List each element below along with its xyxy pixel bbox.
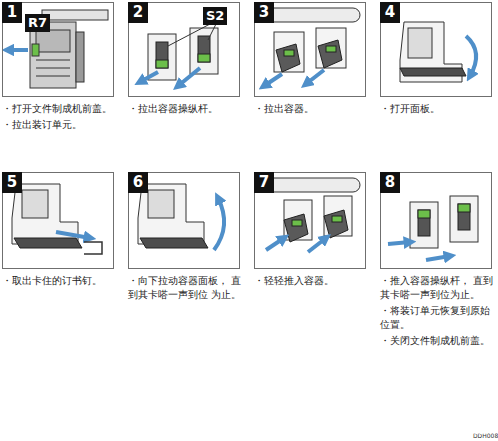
step-panel: 5・取出卡住的订书钉。 (2, 172, 114, 269)
lever-return-art-part (426, 256, 450, 260)
panel-open-art (400, 22, 476, 82)
staple-removal-art-part (14, 238, 82, 248)
step-number: 3 (254, 2, 274, 23)
panel-open-art-part (400, 68, 466, 76)
lever-art-part (156, 42, 168, 68)
step-panel: 6・向下拉动容器面板， 直到其卡嗒一声到位 为止。 (128, 172, 240, 269)
lever-art-part (178, 68, 200, 86)
lever-return-art-part (458, 204, 470, 230)
instruction-text: ・轻轻推入容器。 (254, 274, 376, 288)
lever-art-part (168, 24, 210, 46)
staple-removal-art-part (56, 232, 90, 238)
container-art-part (316, 28, 346, 68)
panel-close-art (138, 184, 224, 250)
step-caption: ・取出卡住的订书钉。 (2, 274, 124, 290)
step-panel: 4・打开面板。 (380, 2, 492, 97)
instruction-text: ・拉出容器操纵杆。 (128, 102, 250, 116)
container-art-part (326, 46, 336, 52)
step-caption: ・打开文件制成机前盖。・拉出装订单元。 (2, 102, 124, 134)
step-number: 6 (128, 172, 148, 193)
callout-tag: S2 (203, 7, 227, 25)
container-insert-art-part (332, 216, 342, 222)
stapler-unit-art-part (76, 32, 84, 82)
instruction-text: ・向下拉动容器面板， 直到其卡嗒一声到位 为止。 (128, 274, 250, 302)
lever-return-art-part (418, 210, 430, 218)
container-art-part (274, 32, 304, 72)
figure-code: DDH008 (473, 432, 498, 439)
lever-art-part (190, 28, 218, 74)
panel-close-art-part (140, 238, 208, 248)
step-number: 4 (380, 2, 400, 23)
container-insert-art-part (324, 210, 348, 238)
instruction-text: ・推入容器操纵杆， 直到 其卡嗒一声到位为止。 (380, 274, 498, 302)
panel-open-art-part (466, 36, 476, 76)
container-art-part (318, 40, 342, 68)
callout-tag: R7 (25, 14, 50, 32)
staple-removal-art (12, 184, 102, 254)
step-number: 7 (254, 172, 274, 193)
lever-return-art-part (458, 204, 470, 212)
staple-removal-art-part (22, 190, 48, 218)
panel-close-art-part (138, 184, 204, 244)
container-art-part (306, 70, 324, 84)
panel-close-art-part (214, 198, 224, 250)
container-art-part (276, 44, 300, 72)
container-insert-art (262, 178, 360, 252)
container-insert-art-part (308, 238, 326, 252)
instruction-text: ・关闭文件制成机前盖。 (380, 334, 498, 348)
container-insert-art-part (292, 220, 302, 226)
step-caption: ・打开面板。 (380, 102, 498, 118)
step-caption: ・轻轻推入容器。 (254, 274, 376, 290)
stapler-unit-art-part (36, 60, 70, 61)
instruction-text: ・拉出装订单元。 (2, 118, 124, 132)
lever-return-art (388, 196, 478, 260)
container-insert-art-part (284, 214, 308, 242)
step-number: 5 (2, 172, 22, 193)
instruction-text: ・取出卡住的订书钉。 (2, 274, 124, 288)
stapler-unit-art-part (42, 10, 108, 20)
step-caption: ・拉出容器。 (254, 102, 376, 118)
lever-return-art-part (418, 210, 430, 236)
stapler-unit-art-part (36, 30, 70, 52)
step-number: 1 (2, 2, 22, 23)
container-art-part (262, 8, 360, 22)
panel-open-art-part (408, 28, 432, 58)
stapler-unit-art-part (8, 48, 28, 52)
lever-return-art-part (388, 242, 410, 244)
container-art-part (284, 50, 294, 56)
lever-art-part (156, 60, 168, 68)
lever-return-art-part (410, 202, 438, 248)
step-panel: 8・推入容器操纵杆， 直到 其卡嗒一声到位为止。・将装订单元恢复到原始 位置。・… (380, 172, 492, 269)
container-insert-art-part (262, 178, 360, 192)
step-caption: ・拉出容器操纵杆。 (128, 102, 250, 118)
step-caption: ・推入容器操纵杆， 直到 其卡嗒一声到位为止。・将装订单元恢复到原始 位置。・关… (380, 274, 498, 350)
step-panel: 3・拉出容器。 (254, 2, 366, 97)
step-caption: ・向下拉动容器面板， 直到其卡嗒一声到位 为止。 (128, 274, 250, 304)
step-panel: 7・轻轻推入容器。 (254, 172, 366, 269)
step-number: 8 (380, 172, 400, 193)
lever-art (140, 24, 218, 86)
lever-art-part (208, 24, 216, 40)
container-art (262, 8, 360, 86)
staple-removal-art-part (84, 242, 102, 254)
container-art-part (264, 74, 282, 86)
lever-art-part (140, 72, 158, 82)
stapler-unit-art-part (32, 44, 39, 56)
lever-return-art-part (450, 196, 478, 242)
container-insert-art-part (266, 238, 284, 250)
instruction-text: ・打开面板。 (380, 102, 498, 116)
lever-art-part (198, 54, 210, 62)
stapler-unit-art (8, 10, 108, 88)
instruction-text: ・将装订单元恢复到原始 位置。 (380, 304, 498, 332)
instruction-text: ・拉出容器。 (254, 102, 376, 116)
step-panel: 1・打开文件制成机前盖。・拉出装订单元。 (2, 2, 114, 97)
instruction-text: ・打开文件制成机前盖。 (2, 102, 124, 116)
stapler-unit-art-part (36, 68, 70, 69)
panel-close-art-part (148, 190, 174, 218)
stapler-unit-art-part (36, 76, 70, 77)
step-number: 2 (128, 2, 148, 23)
